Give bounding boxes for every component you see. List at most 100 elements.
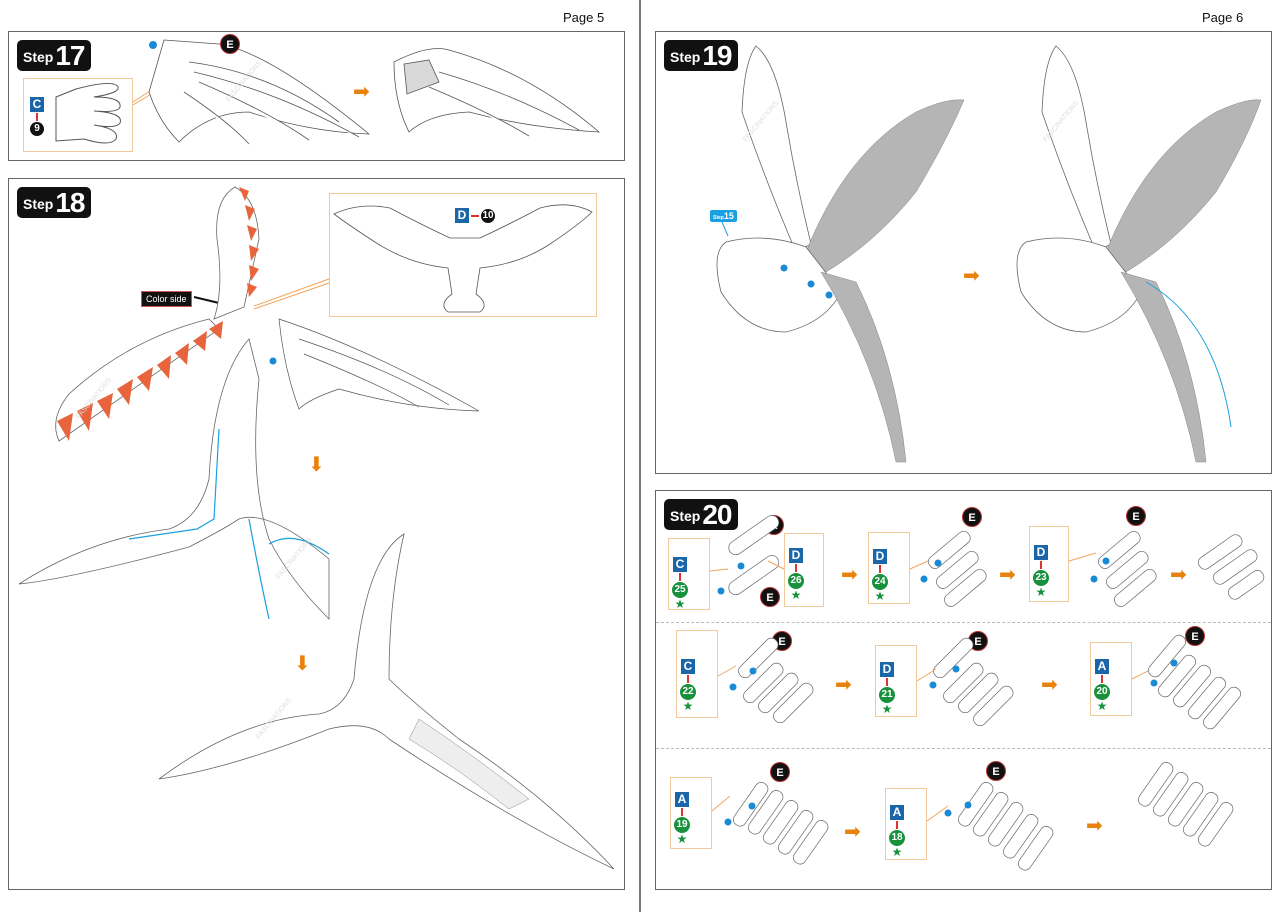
- glue-dot-icon: [269, 357, 277, 365]
- step-17-part-inset: C 9: [23, 78, 133, 152]
- step-18-badge: Step 18: [17, 187, 91, 218]
- part-label: D 26 ★: [788, 548, 804, 601]
- part-letter: D: [1034, 545, 1048, 560]
- step-19-badge: Step 19: [664, 40, 738, 71]
- star-icon: ★: [1035, 585, 1047, 599]
- row-separator: [656, 622, 1271, 623]
- part-number: 19: [674, 817, 690, 833]
- part-inset-c22: C 22 ★: [676, 630, 718, 718]
- part-number: 20: [1094, 684, 1110, 700]
- part-number: 26: [788, 573, 804, 589]
- part-label-d10: D 10: [455, 208, 495, 223]
- page-divider: [639, 0, 641, 912]
- part-letter: D: [455, 208, 469, 223]
- step-19-parrot-illustration: FASCINATIONS FASCINATIONS: [716, 45, 1262, 463]
- connector-label-e: E: [962, 507, 982, 527]
- part-inset-d21: D 21 ★: [875, 645, 917, 717]
- ref-tag-number: 15: [723, 211, 734, 221]
- arrow-right-icon: ➡: [963, 265, 980, 287]
- part-letter: D: [789, 548, 803, 563]
- part-number: 22: [680, 684, 696, 700]
- part-inset-a19: A 19 ★: [670, 777, 712, 849]
- arrow-right-icon: ➡: [1041, 674, 1058, 696]
- step-word: Step: [23, 49, 54, 65]
- part-letter: C: [673, 557, 687, 572]
- part-inset-a20: A 20 ★: [1090, 642, 1132, 716]
- glue-dot-icon: [780, 264, 788, 272]
- link-line: [886, 678, 888, 686]
- arrow-right-icon: ➡: [353, 81, 370, 103]
- star-icon: ★: [1096, 699, 1108, 713]
- part-letter: A: [675, 792, 689, 807]
- connector-label-e: E: [986, 761, 1006, 781]
- link-line: [36, 113, 38, 121]
- step-20-feather-assemblies: [709, 515, 1265, 871]
- ref-tag-word: Step: [713, 215, 724, 221]
- glue-dot-icon: [825, 291, 833, 299]
- part-label: A 19 ★: [674, 792, 690, 845]
- link-line: [679, 573, 681, 581]
- step-word: Step: [670, 49, 701, 65]
- part-letter: A: [1095, 659, 1109, 674]
- step-20-badge: Step 20: [664, 499, 738, 530]
- arrow-right-icon: ➡: [844, 821, 861, 843]
- star-icon: ★: [874, 589, 886, 603]
- part-inset-d26: D 26 ★: [784, 533, 824, 607]
- star-icon: ★: [881, 702, 893, 716]
- link-line: [896, 821, 898, 829]
- part-number: 10: [481, 208, 495, 223]
- part-letter: C: [30, 97, 44, 112]
- step-18-part-inset: D 10: [329, 193, 597, 317]
- part-letter: C: [681, 659, 695, 674]
- arrow-down-icon: ⬇: [308, 454, 325, 476]
- part-letter: D: [880, 662, 894, 677]
- part-inset-d24: D 24 ★: [868, 532, 910, 604]
- glue-dot-icon: [149, 41, 157, 49]
- arrow-down-icon: ⬇: [294, 653, 311, 675]
- arrow-right-icon: ➡: [999, 564, 1016, 586]
- color-side-label: Color side: [141, 291, 192, 307]
- arrow-right-icon: ➡: [835, 674, 852, 696]
- step-17-panel: Step 17 C 9 FASCINATIONS E ➡: [8, 31, 625, 161]
- part-inset-d23: D 23 ★: [1029, 526, 1069, 602]
- step-20-panel: Step 20 C 25 ★ D 26 ★ E E ➡ D 24 ★ E ➡: [655, 490, 1272, 890]
- arrow-right-icon: ➡: [1170, 564, 1187, 586]
- step-number: 19: [702, 40, 732, 71]
- step-17-wing-illustration: FASCINATIONS: [132, 39, 601, 145]
- step-word: Step: [23, 196, 54, 212]
- part-number: 21: [879, 687, 895, 703]
- part-number: 25: [672, 582, 688, 598]
- link-line: [1040, 561, 1042, 569]
- link-line: [879, 565, 881, 573]
- page-number-6: Page 6: [1202, 10, 1244, 25]
- connector-label-e: E: [760, 587, 780, 607]
- step-18-panel: Step 18 D 10 Color side: [8, 178, 625, 890]
- part-letter: D: [873, 549, 887, 564]
- part-inset-a18: A 18 ★: [885, 788, 927, 860]
- step-number: 20: [702, 499, 732, 530]
- part-number: 18: [889, 830, 905, 846]
- part-number: 9: [30, 122, 44, 136]
- link-line: [681, 808, 683, 816]
- arrow-right-icon: ➡: [1086, 815, 1103, 837]
- step-word: Step: [670, 508, 701, 524]
- part-number: 24: [872, 574, 888, 590]
- star-icon: ★: [682, 699, 694, 713]
- part-label: C 22 ★: [680, 659, 696, 712]
- step-18-bird-illustration: FASCINATIONS FASCINATIONS FASCINATIONS: [18, 186, 615, 870]
- connector-label-e: E: [770, 762, 790, 782]
- part-label: C 25 ★: [672, 557, 688, 610]
- part-label: A 20 ★: [1094, 659, 1110, 712]
- glue-dot-icon: [807, 280, 815, 288]
- step-15-reference-tag: Step15: [710, 210, 737, 222]
- part-label: D 23 ★: [1033, 545, 1049, 598]
- part-label: A 18 ★: [889, 805, 905, 858]
- star-icon: ★: [676, 832, 688, 846]
- arrow-right-icon: ➡: [841, 564, 858, 586]
- connector-label-e: E: [220, 34, 240, 54]
- star-icon: ★: [674, 597, 686, 611]
- step-17-badge: Step 17: [17, 40, 91, 71]
- part-inset-c25: C 25 ★: [668, 538, 710, 610]
- star-icon: ★: [891, 845, 903, 859]
- wing-piece-illustration: [333, 204, 593, 313]
